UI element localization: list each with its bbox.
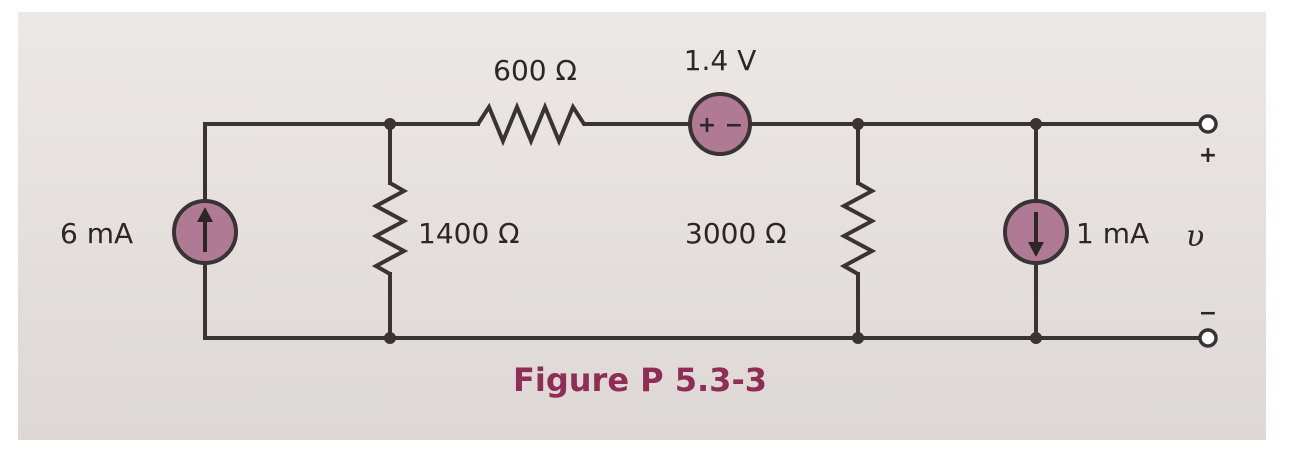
junction-node <box>384 118 396 130</box>
junction-node <box>384 332 396 344</box>
junction-node <box>852 118 864 130</box>
label-output-voltage-v: υ <box>1186 219 1204 254</box>
output-plus-sign: + <box>1199 143 1217 168</box>
up-arrow-icon <box>197 207 213 252</box>
label-1-4-v: 1.4 V <box>684 44 757 77</box>
junction-node <box>852 332 864 344</box>
resistor-600-zigzag-icon <box>476 101 592 147</box>
figure-caption: Figure P 5.3-3 <box>513 361 767 399</box>
resistor-1400-branch <box>371 122 409 340</box>
voltage-source-minus-sign: − <box>725 113 743 138</box>
right-current-source-branch <box>1003 122 1069 340</box>
label-1400-ohm: 1400 Ω <box>418 217 520 250</box>
output-minus-sign: − <box>1199 301 1217 326</box>
output-terminal-plus-icon <box>1198 114 1218 134</box>
junction-node <box>1030 332 1042 344</box>
down-arrow-icon <box>1028 212 1044 257</box>
left-current-source-branch <box>172 122 238 340</box>
label-3000-ohm: 3000 Ω <box>685 217 787 250</box>
label-1ma: 1 mA <box>1076 217 1149 250</box>
resistor-zigzag-icon <box>371 181 409 276</box>
voltage-source-icon <box>688 92 752 156</box>
resistor-3000-branch <box>839 122 877 340</box>
voltage-source: + − <box>688 92 752 156</box>
voltage-source-plus-sign: + <box>698 113 716 138</box>
label-6ma: 6 mA <box>60 217 133 250</box>
output-terminal-minus-icon <box>1198 328 1218 348</box>
junction-node <box>1030 118 1042 130</box>
label-600-ohm: 600 Ω <box>493 54 577 87</box>
resistor-zigzag-icon <box>839 181 877 276</box>
